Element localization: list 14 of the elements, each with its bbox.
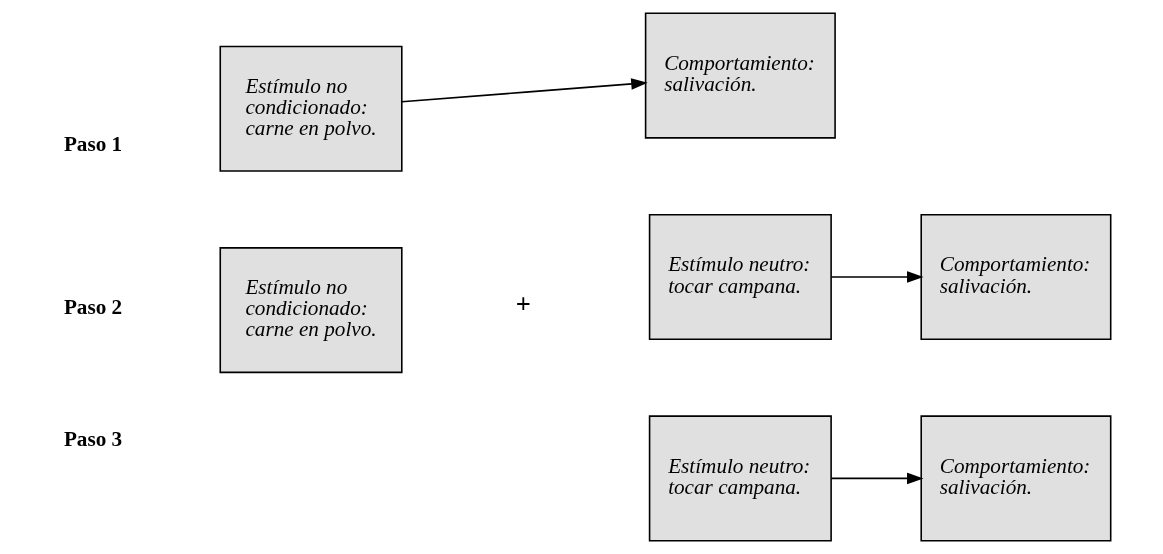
label: Paso 3 (63, 427, 122, 452)
arrow (830, 472, 923, 485)
arrow (830, 271, 923, 283)
node-box: Estímulo neutro: tocar campana. (648, 415, 832, 542)
label: Paso 2 (63, 294, 122, 319)
node-box: Comportamiento: salivación. (919, 415, 1111, 542)
label: + (515, 288, 531, 319)
node-box: Estímulo neutro: tocar campana. (648, 213, 832, 341)
arrow (400, 78, 648, 103)
node-box: Estímulo no condicionado: carne en polvo. (218, 247, 403, 374)
label: Paso 1 (63, 131, 122, 156)
node-box: Estímulo no condicionado: carne en polvo. (218, 45, 403, 172)
node-box: Comportamiento: salivación. (644, 12, 836, 139)
node-box: Comportamiento: salivación. (919, 213, 1111, 341)
